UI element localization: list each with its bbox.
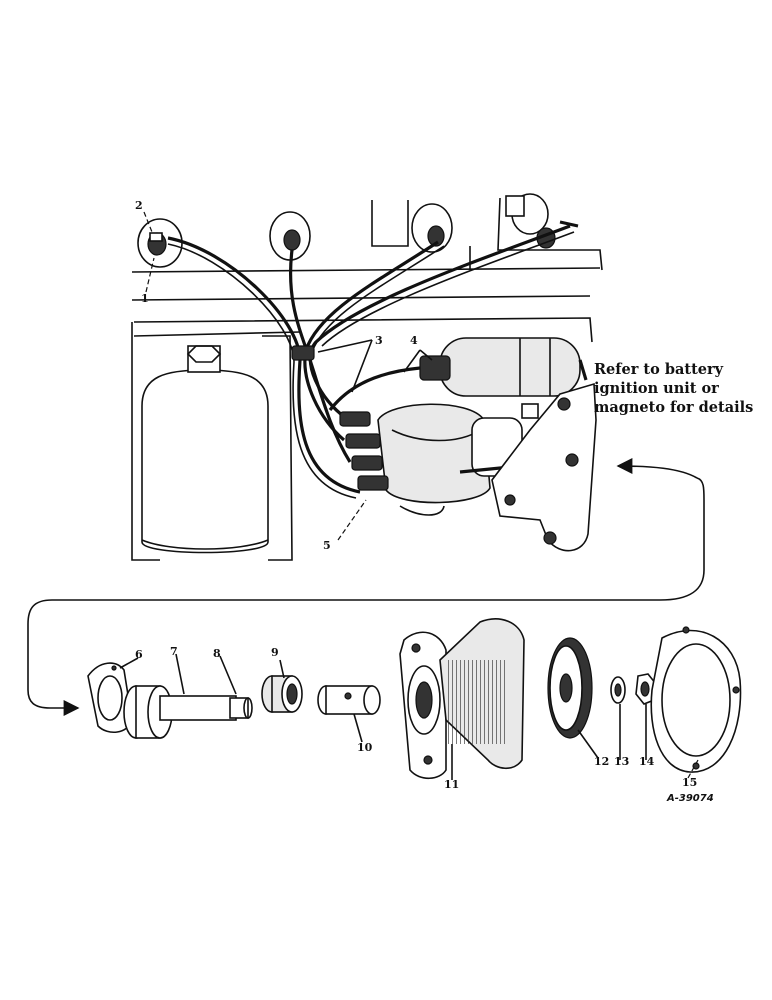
mounting-bracket xyxy=(491,359,597,552)
reference-note-line-2: ignition unit or xyxy=(594,380,719,397)
bushing-9 xyxy=(261,675,303,713)
sleeve-10 xyxy=(317,685,381,715)
callout-5: 5 xyxy=(323,539,331,552)
callout-6: 6 xyxy=(135,648,143,661)
callout-10: 10 xyxy=(357,741,373,754)
callout-2: 2 xyxy=(135,199,143,212)
gear-12 xyxy=(547,637,593,739)
callout-11: 11 xyxy=(444,778,460,791)
callout-8: 8 xyxy=(213,647,221,660)
callout-1: 1 xyxy=(141,292,149,305)
flow-arrow xyxy=(27,477,705,716)
reference-note-line-1: Refer to battery xyxy=(594,361,724,378)
washer-13 xyxy=(610,676,626,704)
spark-plug-1 xyxy=(137,218,183,268)
callout-13: 13 xyxy=(614,755,630,768)
gasket-15 xyxy=(650,626,742,773)
ignition-cables xyxy=(167,220,579,499)
ignition-coil xyxy=(328,337,581,411)
gasket-6 xyxy=(87,662,133,733)
figure-id: A-39074 xyxy=(667,793,714,804)
reference-note: Refer to battery ignition unit or magnet… xyxy=(594,360,764,417)
callout-4: 4 xyxy=(410,334,418,347)
flow-arrow-head-top xyxy=(616,458,698,479)
callout-3: 3 xyxy=(375,334,383,347)
reference-note-line-3: magneto for details xyxy=(594,399,754,416)
housing-11 xyxy=(399,618,525,780)
oil-filter xyxy=(141,345,269,554)
callout-15: 15 xyxy=(682,776,698,789)
spark-plug-2 xyxy=(269,211,311,261)
drive-shaft-7 xyxy=(123,685,253,739)
callout-12: 12 xyxy=(594,755,610,768)
spark-plug-3 xyxy=(411,203,453,253)
callout-9: 9 xyxy=(271,646,279,659)
leader-lines xyxy=(119,211,699,780)
callout-14: 14 xyxy=(639,755,655,768)
callout-7: 7 xyxy=(170,645,178,658)
